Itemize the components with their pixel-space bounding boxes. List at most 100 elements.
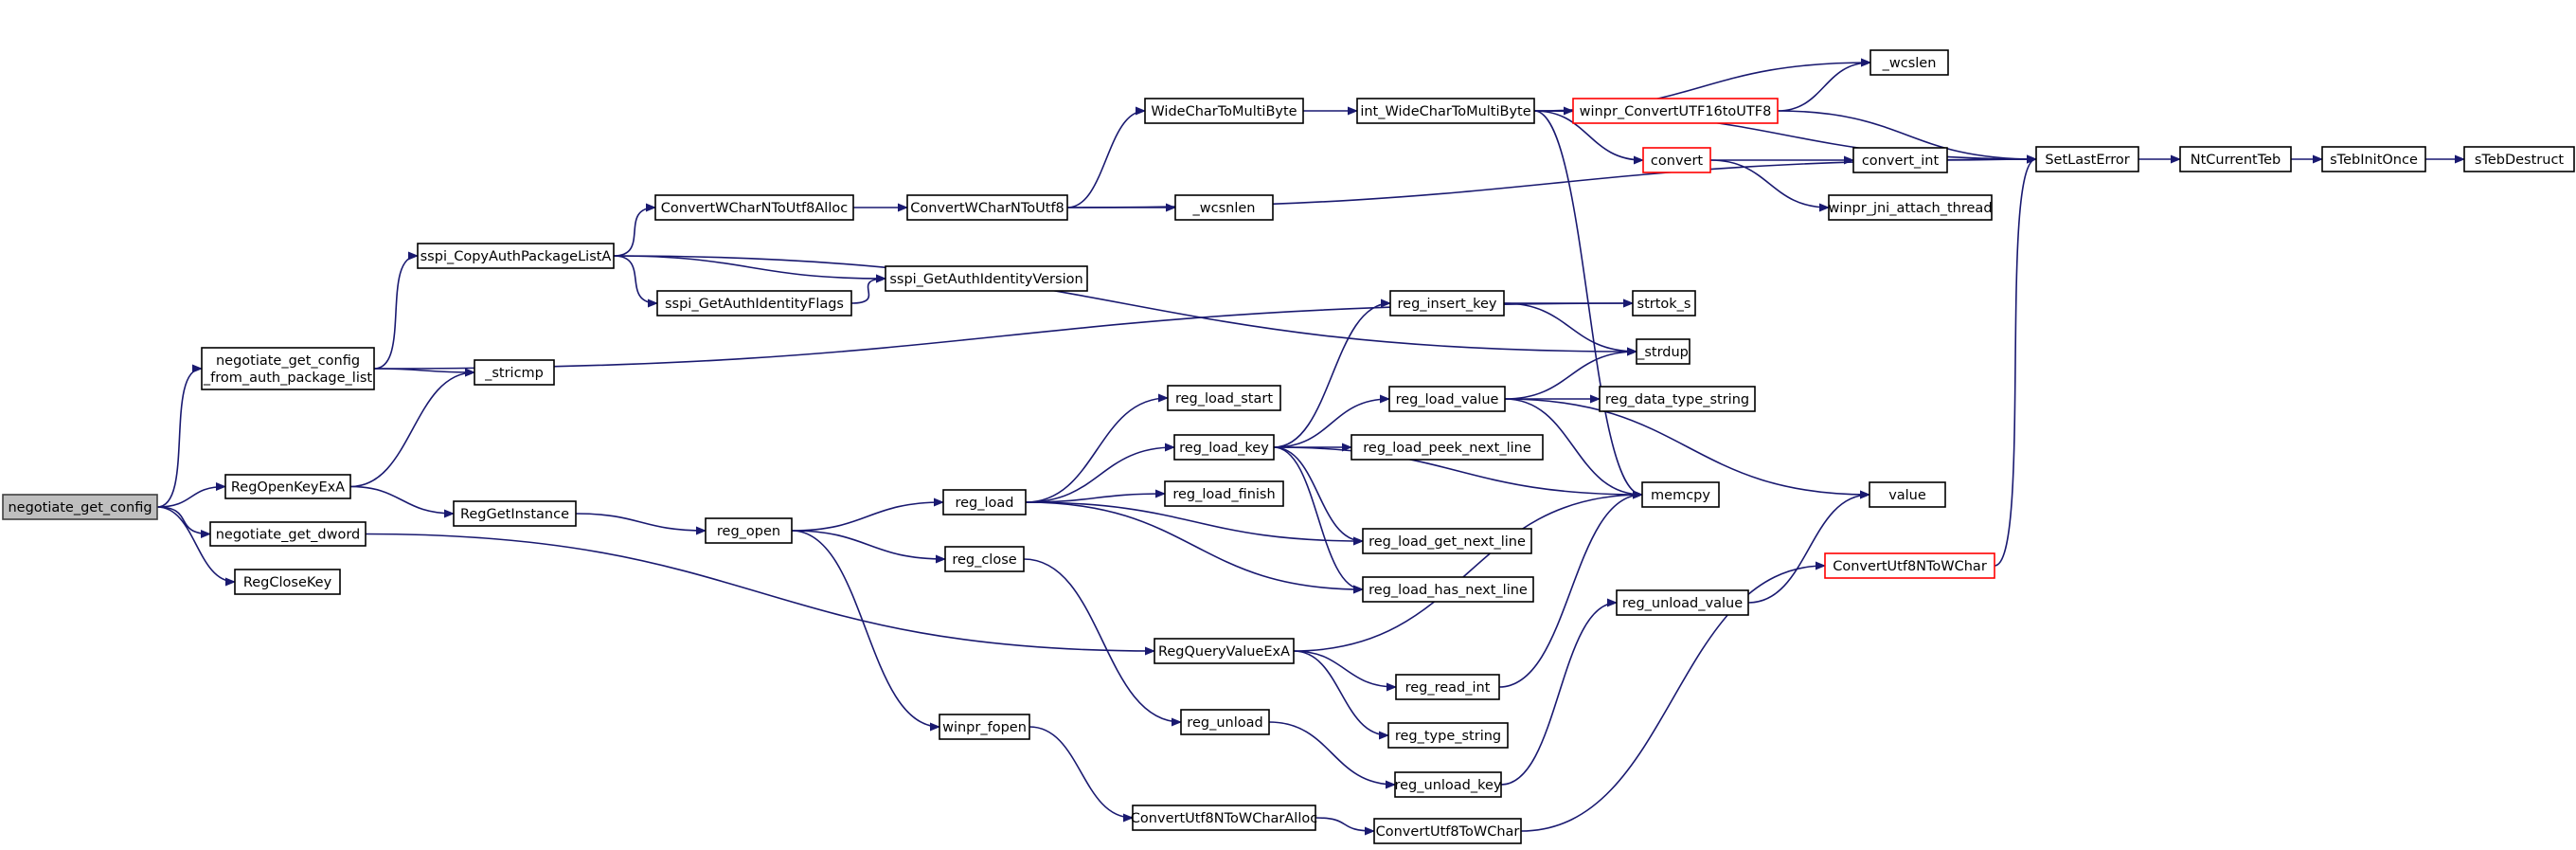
node-winpr-jni-attach-thread[interactable]: winpr_jni_attach_thread	[1828, 194, 1993, 221]
node-label: reg_open	[717, 524, 780, 539]
node-box	[1869, 481, 1946, 508]
node-reg-data-type-string[interactable]: reg_data_type_string	[1599, 386, 1756, 412]
node-s-teb-destruct[interactable]: sTebDestruct	[2463, 146, 2575, 172]
edge-reg-insert-key-to-strdup	[1503, 302, 1637, 356]
edge-line	[1293, 650, 1397, 692]
node-s-teb-init-once[interactable]: sTebInitOnce	[2321, 146, 2426, 172]
node-label: reg_insert_key	[1398, 297, 1497, 312]
node-reg-get-instance[interactable]: RegGetInstance	[453, 500, 577, 527]
node-label: _wcslen	[1882, 56, 1937, 71]
node-box	[2179, 146, 2292, 172]
edge-line	[1747, 490, 1870, 604]
node-wcslen[interactable]: _wcslen	[1869, 49, 1949, 76]
node-negotiate-get-config[interactable]: negotiate_get_config	[2, 494, 158, 520]
edge-line	[1293, 650, 1389, 740]
edge-line	[1023, 558, 1182, 727]
edge-reg-load-to-reg-load-start	[1025, 393, 1169, 503]
edge-line	[1273, 446, 1364, 546]
node-reg-close[interactable]: reg_close	[944, 546, 1025, 572]
node-strdup[interactable]: _strdup	[1636, 338, 1690, 365]
node-reg-unload-value[interactable]: reg_unload_value	[1616, 589, 1749, 616]
node-reg-load-key[interactable]: reg_load_key	[1173, 434, 1275, 461]
edge-line	[349, 485, 455, 518]
node-negotiate-get-dword[interactable]: negotiate_get_dword	[209, 521, 367, 547]
node-box	[1180, 709, 1270, 735]
node-box	[201, 347, 375, 390]
node-convert[interactable]: convert	[1642, 147, 1711, 173]
edge-line	[850, 274, 886, 304]
node-set-last-error[interactable]: SetLastError	[2035, 146, 2139, 172]
node-reg-insert-key[interactable]: reg_insert_key	[1389, 290, 1505, 316]
node-reg-load-has-next-line[interactable]: reg_load_has_next_line	[1362, 576, 1534, 603]
node-reg-unload[interactable]: reg_unload	[1180, 709, 1270, 735]
node-label: ConvertUtf8NToWChar	[1833, 559, 1987, 574]
edge-line	[1520, 561, 1826, 832]
edge-line	[1273, 446, 1364, 594]
node-sspi-get-auth-identity-version[interactable]: sspi_GetAuthIdentityVersion	[885, 265, 1088, 292]
edge-line	[1994, 154, 2037, 567]
edge-line	[1498, 490, 1643, 688]
node-wide-char-to-multi-byte[interactable]: WideCharToMultiByte	[1144, 98, 1304, 124]
node-sspi-get-auth-identity-flags[interactable]: sspi_GetAuthIdentityFlags	[656, 290, 852, 316]
edge-reg-open-key-ex-a-to-reg-get-instance	[349, 485, 455, 518]
node-sspi-copy-auth-package-list-a[interactable]: sspi_CopyAuthPackageListA	[417, 243, 615, 269]
node-reg-load-start[interactable]: reg_load_start	[1167, 385, 1281, 411]
node-strtok-s[interactable]: strtok_s	[1632, 290, 1696, 316]
node-reg-open[interactable]: reg_open	[705, 517, 793, 544]
node-nt-current-teb[interactable]: NtCurrentTeb	[2179, 146, 2292, 172]
edge-convert-utf8-nto-wchar-to-set-last-error	[1994, 154, 2037, 567]
nodes-layer: negotiate_get_config negotiate_get_config…	[2, 49, 2575, 844]
node-reg-load-peek-next-line[interactable]: reg_load_peek_next_line	[1351, 434, 1544, 461]
node-label: reg_load_peek_next_line	[1363, 441, 1531, 456]
edge-line	[1504, 398, 1643, 499]
node-reg-open-key-ex-a[interactable]: RegOpenKeyExA	[224, 474, 351, 499]
edge-winpr-fopen-to-convert-utf8-nto-wchar-alloc	[1029, 726, 1134, 823]
edge-line	[156, 482, 226, 508]
node-reg-query-value-ex-a[interactable]: RegQueryValueExA	[1154, 638, 1295, 664]
edge-line	[1315, 817, 1375, 836]
edge-line	[613, 203, 656, 257]
node-convert-int[interactable]: convert_int	[1852, 147, 1948, 173]
node-convert-utf8-nto-wchar-alloc[interactable]: ConvertUtf8NToWCharAlloc	[1131, 805, 1317, 831]
node-reg-load[interactable]: reg_load	[942, 489, 1027, 515]
node-box	[1394, 771, 1502, 798]
node-box	[1828, 194, 1993, 221]
node-value[interactable]: value	[1869, 481, 1946, 508]
node-reg-type-string[interactable]: reg_type_string	[1387, 722, 1509, 749]
node-memcpy[interactable]: memcpy	[1641, 481, 1720, 508]
edge-line	[1273, 446, 1643, 499]
edge-reg-close-to-reg-unload	[1023, 558, 1182, 727]
edge-reg-load-value-to-memcpy	[1504, 398, 1643, 499]
edge-reg-load-to-reg-load-has-next-line	[1025, 501, 1364, 594]
node-reg-load-finish[interactable]: reg_load_finish	[1164, 480, 1284, 507]
node-box	[2035, 146, 2139, 172]
node-convert-wchar-nto-utf8-alloc[interactable]: ConvertWCharNToUtf8Alloc	[654, 194, 854, 221]
edge-convert-utf8-to-wchar-to-convert-utf8-nto-wchar	[1520, 561, 1826, 832]
edge-reg-unload-key-to-reg-unload-value	[1500, 598, 1618, 786]
node-box	[1154, 638, 1295, 664]
node-box	[1362, 576, 1534, 603]
edge-negotiate-get-config-from-auth-package-list-to-sspi-copy-auth-package-list-a	[373, 251, 419, 370]
node-label: winpr_ConvertUTF16toUTF8	[1580, 104, 1772, 119]
edge-line	[1504, 347, 1637, 400]
node-reg-load-value[interactable]: reg_load_value	[1388, 386, 1506, 412]
node-label: reg_load_value	[1396, 392, 1499, 407]
node-winpr-convert-utf16to-utf8[interactable]: winpr_ConvertUTF16toUTF8	[1572, 98, 1779, 124]
edge-reg-load-to-reg-load-get-next-line	[1025, 501, 1364, 546]
node-stricmp[interactable]: _stricmp	[474, 359, 555, 386]
node-reg-load-get-next-line[interactable]: reg_load_get_next_line	[1362, 528, 1532, 554]
edge-convert-wchar-nto-utf8-to-wide-char-to-multi-byte	[1066, 106, 1146, 208]
node-negotiate-get-config-from-auth-package-list[interactable]: negotiate_get_config_from_auth_package_l…	[201, 347, 375, 390]
node-int-wide-char-to-multi-byte[interactable]: int_WideCharToMultiByte	[1356, 98, 1535, 124]
node-convert-utf8-nto-wchar[interactable]: ConvertUtf8NToWChar	[1824, 552, 1995, 579]
node-reg-read-int[interactable]: reg_read_int	[1395, 674, 1500, 700]
node-reg-close-key[interactable]: RegCloseKey	[234, 569, 341, 595]
edge-line	[1268, 721, 1396, 789]
node-reg-unload-key[interactable]: reg_unload_key	[1394, 771, 1502, 798]
node-convert-wchar-nto-utf8[interactable]: ConvertWCharNToUtf8	[906, 194, 1068, 221]
edge-line	[613, 255, 886, 283]
node-convert-utf8-to-wchar[interactable]: ConvertUtf8ToWChar	[1373, 818, 1522, 844]
node-wcsnlen[interactable]: _wcsnlen	[1174, 194, 1274, 221]
node-label: NtCurrentTeb	[2191, 153, 2281, 168]
node-winpr-fopen[interactable]: winpr_fopen	[939, 714, 1030, 740]
